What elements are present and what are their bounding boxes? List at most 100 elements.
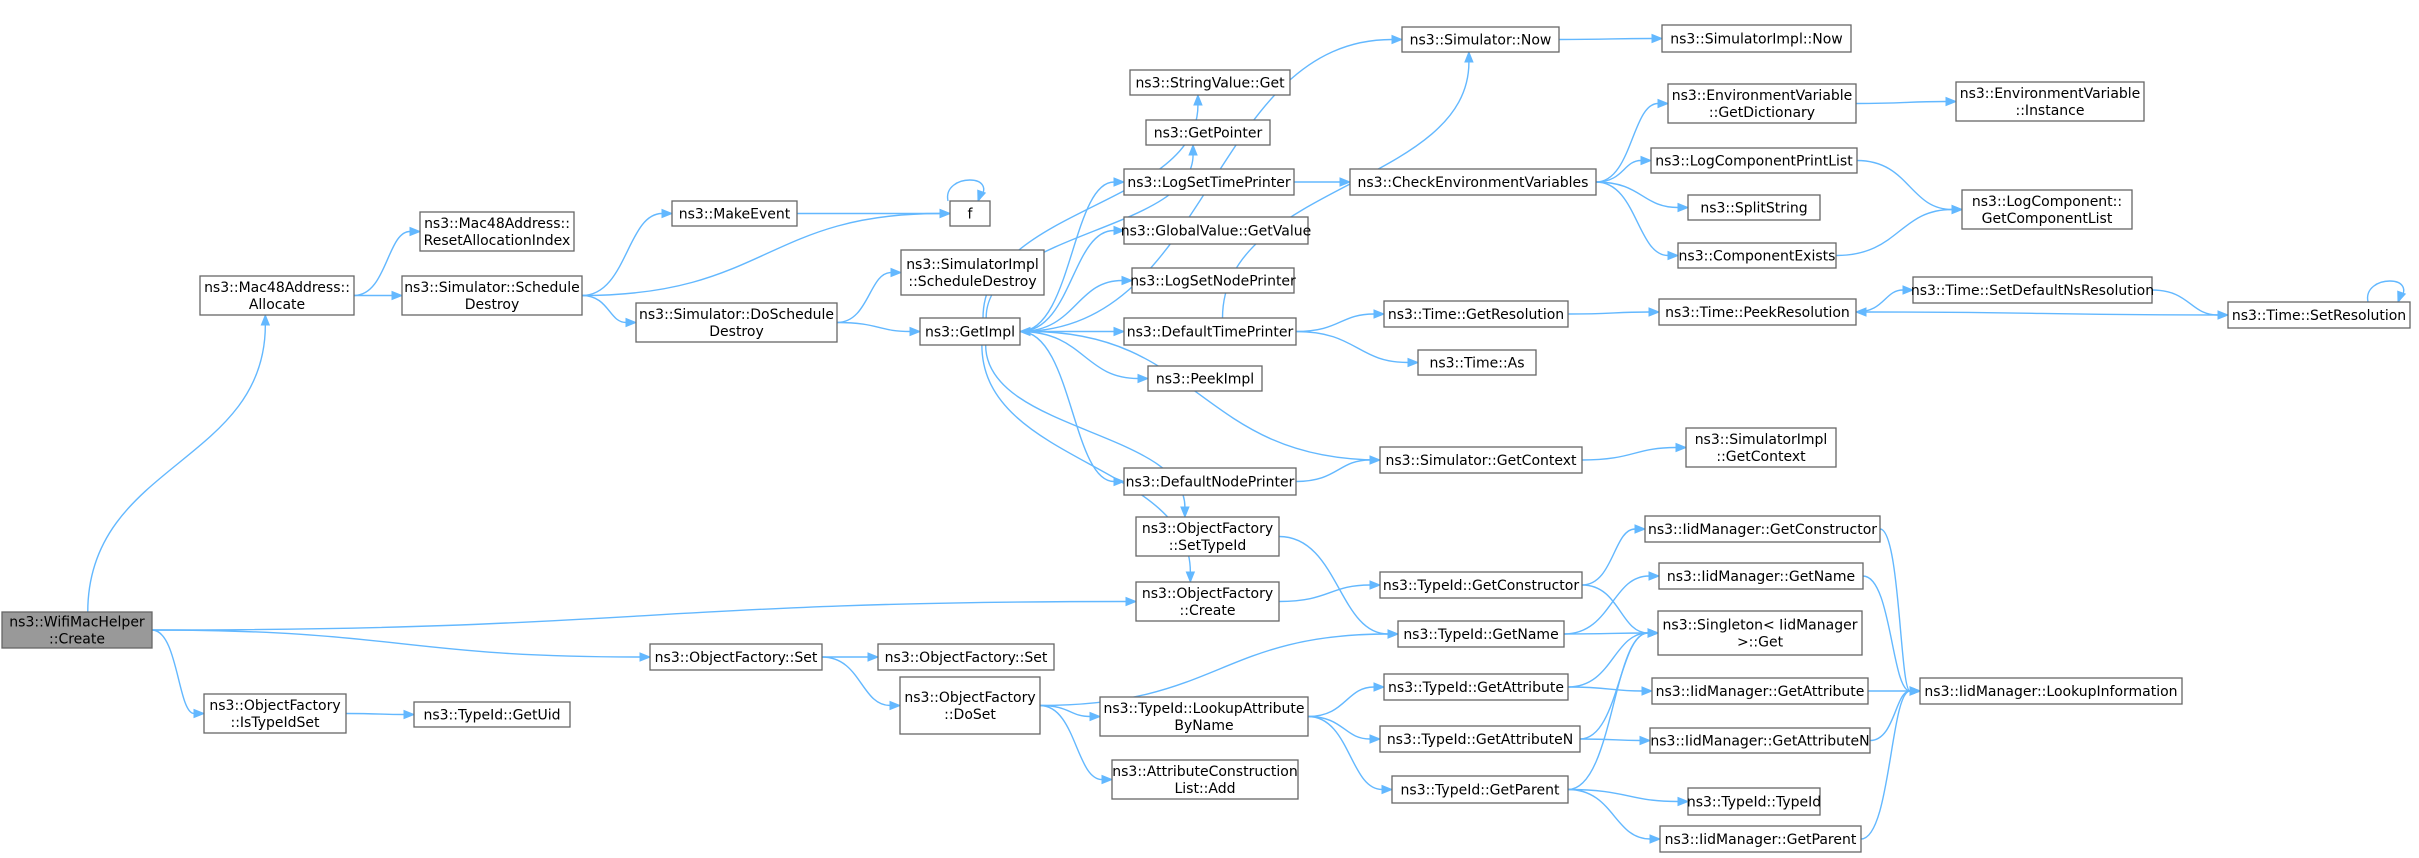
- edge-arrowhead: [1387, 629, 1400, 639]
- edge-arrowhead: [1667, 250, 1680, 261]
- edge-tidGetName-to-iidGetName: [1563, 571, 1661, 635]
- node-tidGetParent[interactable]: ns3::TypeId::GetParent: [1391, 775, 1569, 804]
- node-iidGetName[interactable]: ns3::IidManager::GetName: [1658, 562, 1864, 590]
- node-box: [949, 200, 991, 227]
- node-box: [1123, 467, 1297, 496]
- node-splitString[interactable]: ns3::SplitString: [1687, 194, 1821, 221]
- node-iidGetAttr[interactable]: ns3::IidManager::GetAttribute: [1651, 677, 1869, 705]
- node-label: Destroy: [709, 324, 763, 340]
- edge-wifi-to-ofCreate: [151, 596, 1138, 631]
- node-simGetContext[interactable]: ns3::Simulator::GetContext: [1379, 446, 1583, 474]
- node-singletonGet[interactable]: ns3::Singleton< IidManager >::Get: [1657, 610, 1863, 656]
- node-label: ns3::GlobalValue::GetValue: [1121, 224, 1311, 240]
- node-label: ::SetTypeId: [1169, 538, 1247, 554]
- node-logSetNodePrinter[interactable]: ns3::LogSetNodePrinter: [1130, 267, 1296, 294]
- node-simNow[interactable]: ns3::Simulator::Now: [1401, 26, 1560, 53]
- node-resetAlloc[interactable]: ns3::Mac48Address::ResetAllocationIndex: [419, 211, 575, 252]
- node-label: ns3::SplitString: [1700, 201, 1807, 217]
- node-logCompPrintList[interactable]: ns3::LogComponentPrintList: [1650, 147, 1858, 174]
- node-ofDoSet[interactable]: ns3::ObjectFactory::DoSet: [899, 676, 1041, 735]
- node-globalValueGetValue[interactable]: ns3::GlobalValue::GetValue: [1121, 216, 1311, 245]
- node-label: GetComponentList: [1982, 211, 2113, 227]
- node-box: [2227, 301, 2411, 329]
- node-iidGetParent[interactable]: ns3::IidManager::GetParent: [1659, 825, 1862, 853]
- edge-tidGetAttr-to-singletonGet: [1567, 628, 1660, 688]
- node-stringValueGet[interactable]: ns3::StringValue::Get: [1129, 69, 1291, 96]
- node-label: ns3::PeekImpl: [1156, 372, 1254, 388]
- edge-logCompPrintList-to-logCompGetList: [1856, 159, 1964, 215]
- node-schedDestroy[interactable]: ns3::Simulator::ScheduleDestroy: [401, 275, 583, 316]
- node-defaultTimePrinter[interactable]: ns3::DefaultTimePrinter: [1123, 317, 1297, 346]
- edge-line: [1567, 788, 1679, 803]
- node-ofSet2[interactable]: ns3::ObjectFactory::Set: [877, 643, 1055, 671]
- edge-arrowhead: [1909, 686, 1922, 696]
- edge-defaultNodePrinter-to-simGetContext: [1295, 455, 1382, 483]
- node-getImpl[interactable]: ns3::GetImpl: [919, 317, 1021, 346]
- edge-arrowhead: [1113, 326, 1126, 337]
- node-peekImpl[interactable]: ns3::PeekImpl: [1147, 365, 1263, 392]
- edge-timeSetRes-to-timePeekRes: [1854, 307, 2229, 317]
- edge-ofDoSet-to-tidGetName: [1039, 629, 1400, 707]
- node-simImplGetContext[interactable]: ns3::SimulatorImpl::GetContext: [1685, 427, 1837, 468]
- node-iidGetAttrN[interactable]: ns3::IidManager::GetAttributeN: [1649, 727, 1871, 754]
- edge-envGetDict-to-envInstance: [1855, 96, 1958, 107]
- node-makeEvent[interactable]: ns3::MakeEvent: [671, 200, 798, 227]
- edge-line: [1567, 788, 1651, 840]
- node-label: ns3::Time::PeekResolution: [1665, 305, 1850, 321]
- node-f[interactable]: f: [949, 200, 991, 227]
- node-tidGetUid[interactable]: ns3::TypeId::GetUid: [413, 701, 571, 728]
- edge-arrowhead: [1339, 177, 1352, 187]
- edge-checkEnv-to-envGetDict: [1595, 98, 1670, 183]
- node-timeSetDefNs[interactable]: ns3::Time::SetDefaultNsResolution: [1911, 276, 2154, 304]
- node-label: ns3::ObjectFactory: [904, 690, 1035, 706]
- node-ofIsTypeIdSet[interactable]: ns3::ObjectFactory::IsTypeIdSet: [203, 693, 347, 734]
- node-label: ::Instance: [2016, 103, 2085, 119]
- node-tidTypeId[interactable]: ns3::TypeId::TypeId: [1687, 787, 1821, 816]
- node-iidGetConstructor[interactable]: ns3::IidManager::GetConstructor: [1644, 515, 1881, 543]
- edge-arrowhead: [890, 267, 903, 278]
- node-tidGetAttrN[interactable]: ns3::TypeId::GetAttributeN: [1379, 725, 1581, 753]
- edge-arrowhead: [1677, 796, 1690, 807]
- node-timePeekRes[interactable]: ns3::Time::PeekResolution: [1658, 298, 1857, 326]
- node-allocate[interactable]: ns3::Mac48Address::Allocate: [199, 275, 355, 316]
- node-tidGetAttr[interactable]: ns3::TypeId::GetAttribute: [1383, 673, 1569, 701]
- node-wifi[interactable]: ns3::WifiMacHelper::Create: [1, 611, 153, 649]
- node-tidGetConstructor[interactable]: ns3::TypeId::GetConstructor: [1379, 571, 1583, 599]
- node-label: f: [968, 207, 974, 223]
- edge-line: [1039, 633, 1389, 707]
- node-label: ns3::ObjectFactory::Set: [655, 650, 818, 666]
- edge-componentExists-to-logCompGetList: [1835, 204, 1964, 257]
- node-getPointer[interactable]: ns3::GetPointer: [1145, 119, 1271, 146]
- node-timeAs[interactable]: ns3::Time::As: [1417, 349, 1537, 376]
- node-checkEnv[interactable]: ns3::CheckEnvironmentVariables: [1349, 168, 1597, 196]
- node-simImplNow[interactable]: ns3::SimulatorImpl::Now: [1661, 24, 1852, 53]
- node-componentExists[interactable]: ns3::ComponentExists: [1677, 242, 1837, 269]
- edge-line: [1581, 446, 1677, 461]
- node-logCompGetList[interactable]: ns3::LogComponent::GetComponentList: [1961, 189, 2133, 230]
- node-tidGetName[interactable]: ns3::TypeId::GetName: [1397, 620, 1565, 648]
- node-timeSetRes[interactable]: ns3::Time::SetResolution: [2227, 301, 2411, 329]
- edge-arrowhead: [409, 226, 422, 237]
- edge-line: [87, 324, 267, 613]
- node-logSetTimePrinter[interactable]: ns3::LogSetTimePrinter: [1123, 168, 1295, 196]
- node-ofCreate[interactable]: ns3::ObjectFactory::Create: [1135, 581, 1280, 622]
- edge-line: [1019, 181, 1115, 333]
- node-iidLookupInfo[interactable]: ns3::IidManager::LookupInformation: [1919, 677, 2183, 705]
- node-ofSet[interactable]: ns3::ObjectFactory::Set: [649, 643, 823, 671]
- node-envInstance[interactable]: ns3::EnvironmentVariable::Instance: [1955, 81, 2145, 122]
- edge-line: [1567, 311, 1650, 315]
- node-envGetDict[interactable]: ns3::EnvironmentVariable::GetDictionary: [1667, 83, 1857, 124]
- edge-line: [1856, 159, 1953, 211]
- node-box: [1658, 562, 1864, 590]
- node-timeGetRes[interactable]: ns3::Time::GetResolution: [1383, 300, 1569, 328]
- node-ofSetTypeId[interactable]: ns3::ObjectFactory::SetTypeId: [1135, 516, 1280, 557]
- node-box: [877, 643, 1055, 671]
- edge-line: [151, 629, 195, 715]
- node-simImplSchedDestroy[interactable]: ns3::SimulatorImpl::ScheduleDestroy: [900, 249, 1045, 296]
- node-box: [1391, 775, 1569, 804]
- node-label: ns3::TypeId::GetAttribute: [1388, 680, 1564, 696]
- node-defaultNodePrinter[interactable]: ns3::DefaultNodePrinter: [1123, 467, 1297, 496]
